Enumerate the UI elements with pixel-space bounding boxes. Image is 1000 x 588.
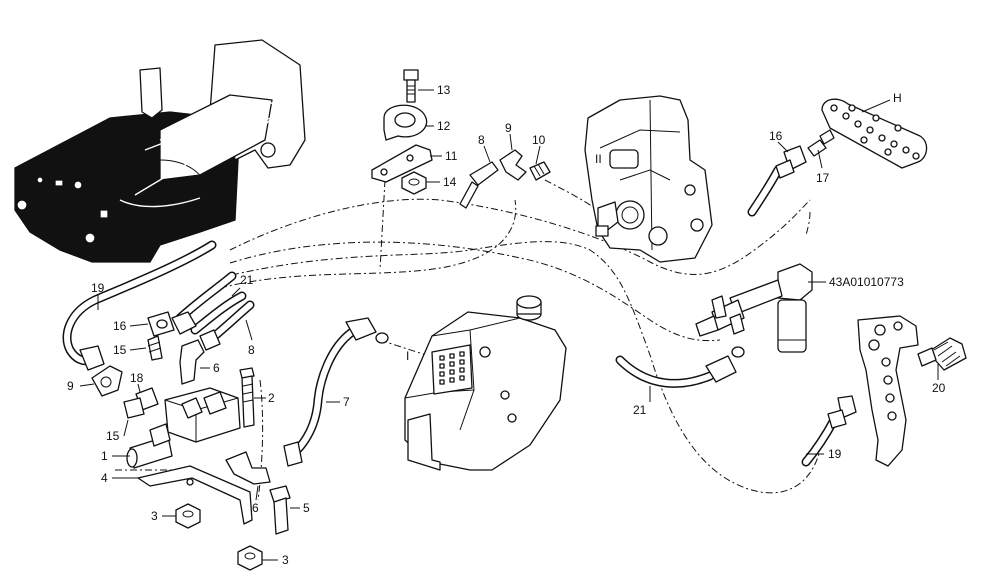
callout-15-upper: 15: [113, 343, 127, 357]
oil-tank: [404, 295, 567, 471]
callout-7: 7: [343, 395, 350, 409]
callout-20: 20: [932, 381, 946, 395]
callout-43A01010773: 43A01010773: [829, 275, 904, 289]
hose-routing-dashed-lines: [115, 179, 821, 501]
adapter-15-upper: [147, 335, 163, 361]
hose-19-right: [801, 395, 857, 467]
elbow-6-upper: [179, 339, 205, 385]
callout-5: 5: [303, 501, 310, 515]
hose-16-upper-right: [747, 145, 807, 217]
elbow-6-lower: [225, 451, 271, 485]
callout-9-upper: 9: [505, 121, 512, 135]
callout-8-upper: 8: [478, 133, 485, 147]
callout-11: 11: [445, 149, 458, 163]
quick-coupler-20: [917, 337, 967, 371]
hose-21-right: [615, 346, 745, 388]
hose-19-left: [62, 240, 217, 371]
nut-3-lower: [237, 545, 263, 571]
callout-10: 10: [532, 133, 546, 147]
callout-3-lower: 3: [282, 553, 289, 567]
hose-8-left: [199, 300, 255, 351]
elbow-fitting-9-upper: [499, 149, 527, 181]
callout-II: II: [595, 152, 602, 166]
callout-4: 4: [101, 471, 108, 485]
callout-6-lower: 6: [252, 501, 259, 515]
adapter-10: [529, 161, 551, 181]
hose-end-8-upper: [459, 161, 499, 209]
front-lift-housing: [584, 95, 713, 263]
callout-21-right: 21: [633, 403, 647, 417]
mounting-plate-H: [821, 98, 928, 169]
fitting-16-left: [147, 311, 175, 337]
callout-9-left: 9: [67, 379, 74, 393]
callout-I: I: [406, 349, 409, 363]
callout-21-left: 21: [240, 273, 254, 287]
callout-18: 18: [130, 371, 144, 385]
callout-15-lower: 15: [106, 429, 120, 443]
hose-21-left: [171, 271, 247, 335]
elbow-9-left: [91, 365, 123, 397]
callout-H: H: [893, 91, 902, 105]
hose-clamp-12: [383, 104, 428, 141]
callout-16-upper: 16: [769, 129, 783, 143]
adapter-17: [807, 129, 835, 157]
nut-14: [401, 171, 427, 195]
fittings-18-and-15: [123, 387, 159, 419]
callout-2: 2: [268, 391, 275, 405]
callout-1: 1: [101, 449, 108, 463]
callout-14: 14: [443, 175, 457, 189]
bolt-13: [403, 69, 419, 103]
callout-19-left: 19: [91, 281, 105, 295]
valve-block-1: [126, 387, 241, 469]
bracket-4: [137, 465, 253, 525]
callout-19-right: 19: [828, 447, 842, 461]
bolt-2: [239, 367, 255, 428]
callout-3-upper: 3: [151, 509, 158, 523]
tractor-rear-frame: [14, 39, 306, 263]
callout-6-upper: 6: [213, 361, 220, 375]
callout-labels: 13 12 11 14 8 9 10 16 17 H 43A01010773 1…: [67, 83, 946, 567]
callout-16-left: 16: [113, 319, 127, 333]
tank-gauge-holes: [439, 351, 465, 385]
callout-leader-lines: [79, 89, 939, 561]
callout-8-left: 8: [248, 343, 255, 357]
plate-11: [371, 144, 433, 183]
pedal-bracket: [857, 315, 919, 467]
nut-3-upper: [175, 503, 201, 529]
callout-12: 12: [437, 119, 451, 133]
filter-assembly: [695, 263, 813, 353]
callout-13: 13: [437, 83, 451, 97]
callout-17: 17: [816, 171, 830, 185]
bolt-5: [269, 485, 291, 535]
hose-7: [283, 317, 389, 467]
